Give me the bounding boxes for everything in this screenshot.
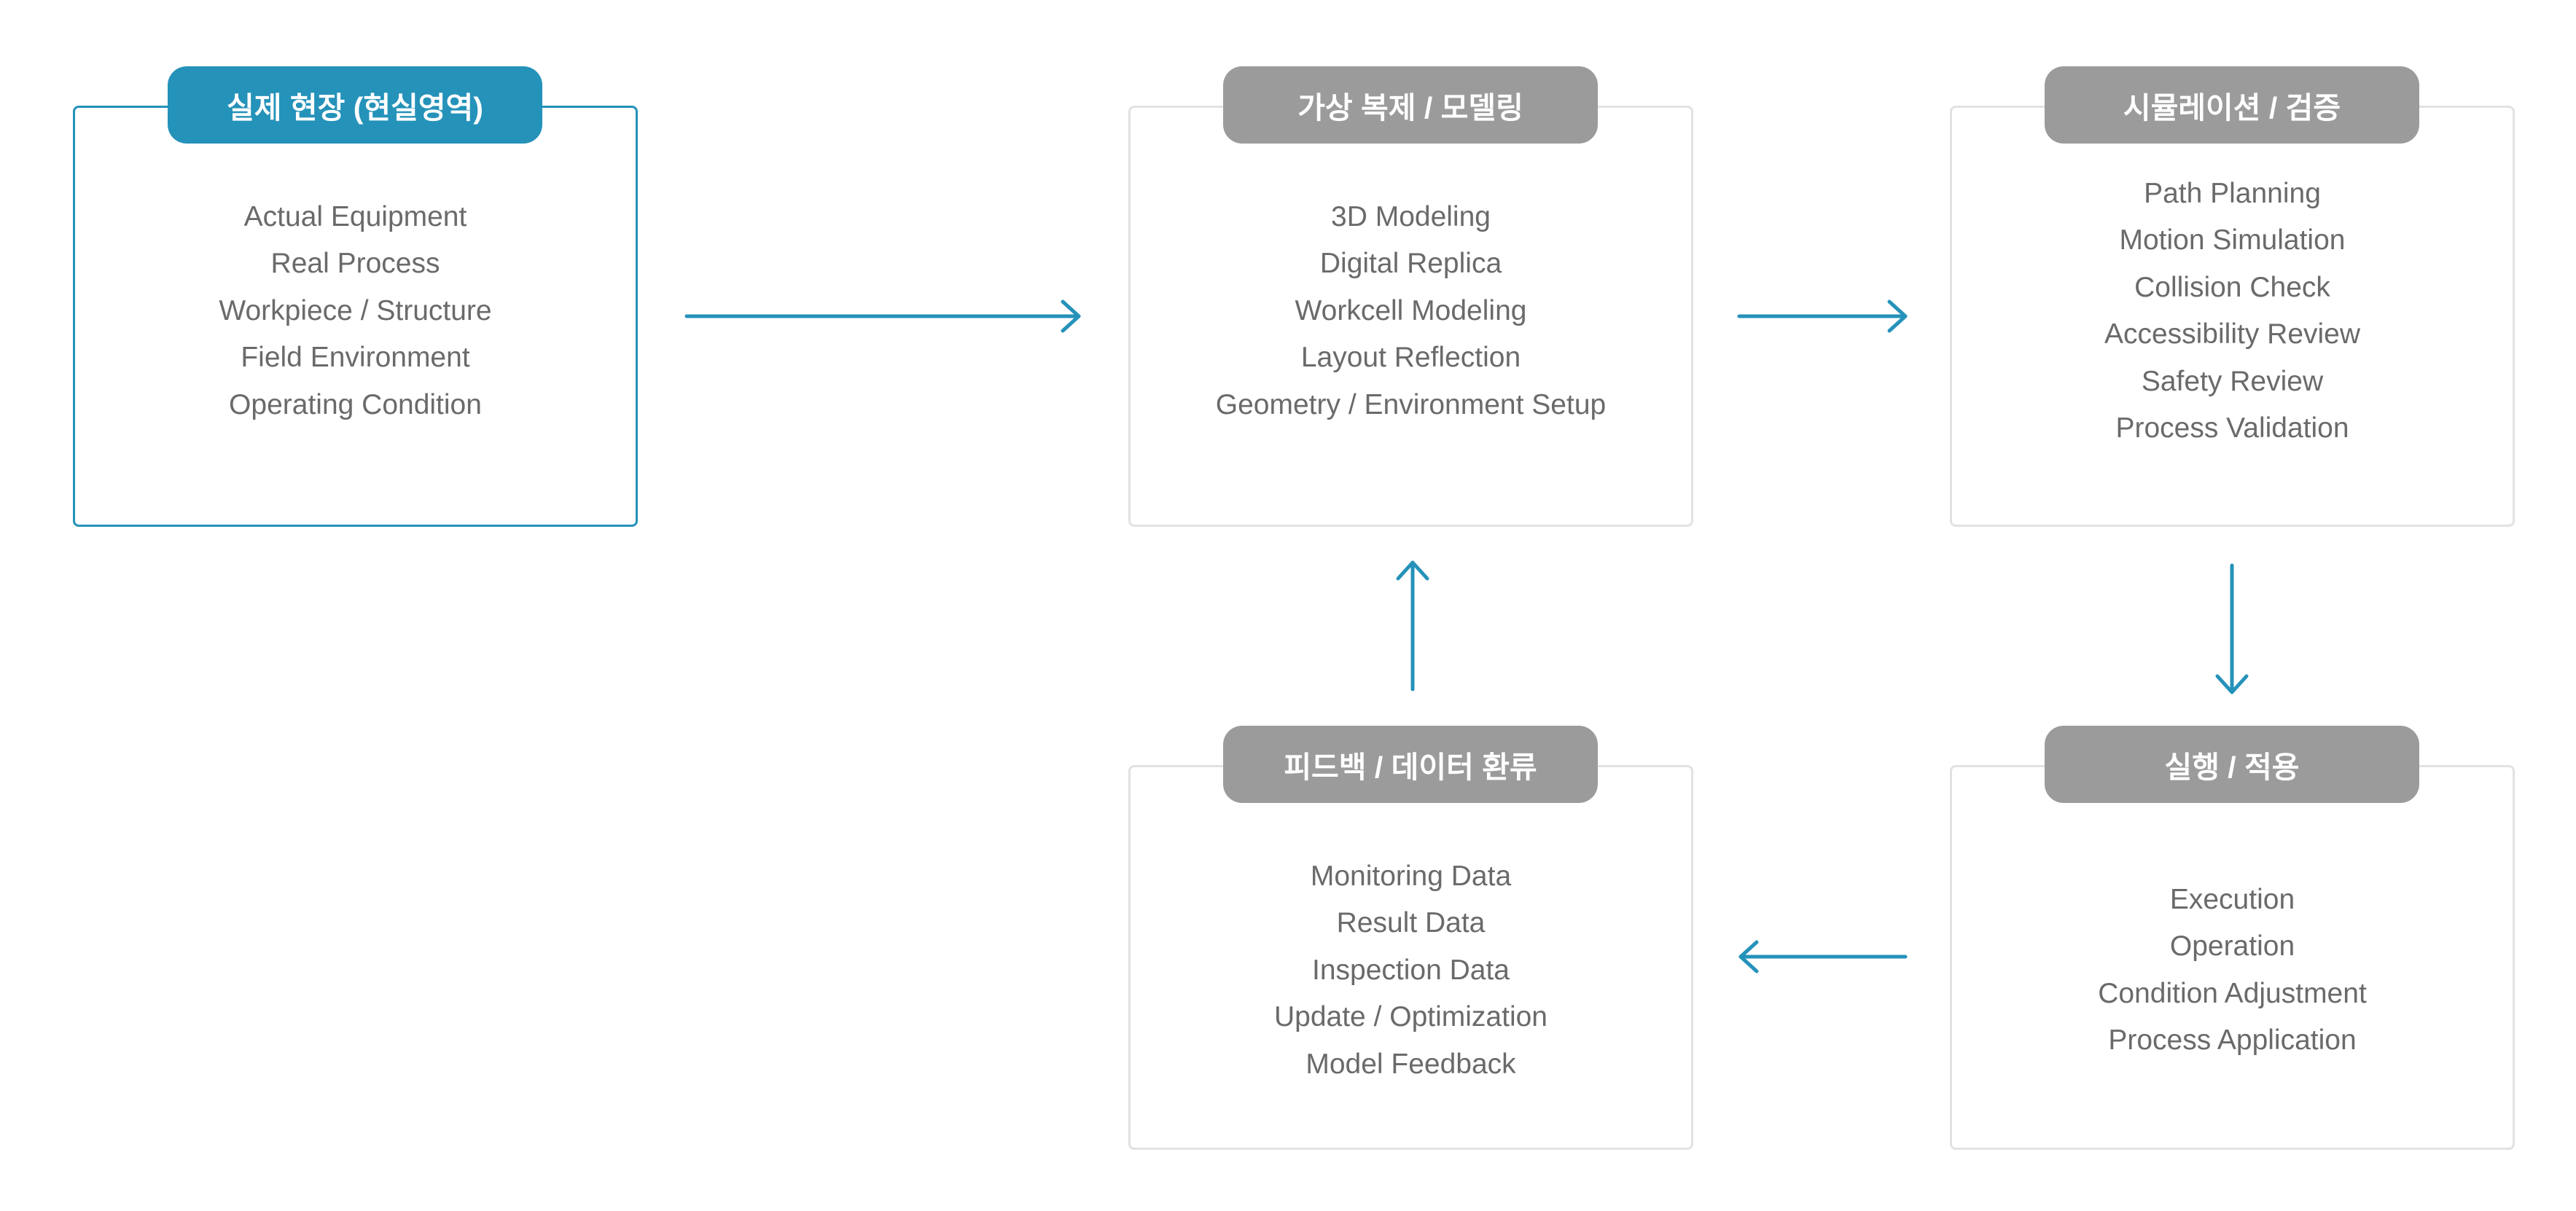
real-field-item: Field Environment [241,342,470,374]
virtual-modeling-items: 3D Modeling Digital Replica Workcell Mod… [1131,194,1691,428]
execution-item: Operation [2169,930,2295,963]
simulation-item: Accessibility Review [2104,318,2361,350]
feedback-box: Monitoring Data Result Data Inspection D… [1128,765,1693,1150]
real-field-item: Real Process [270,248,440,280]
virtual-modeling-item: Workcell Modeling [1295,294,1527,326]
feedback-item: Inspection Data [1311,954,1510,986]
real-field-box: Actual Equipment Real Process Workpiece … [73,106,638,527]
real-field-item: Workpiece / Structure [219,294,492,326]
arrow-feedback-to-virtual [1396,560,1429,691]
arrow-virtual-to-simulation [1737,299,1908,333]
virtual-modeling-title: 가상 복제 / 모델링 [1223,66,1598,144]
arrow-execution-to-feedback [1738,940,1908,973]
feedback-item: Model Feedback [1305,1048,1516,1080]
real-field-items: Actual Equipment Real Process Workpiece … [75,194,636,428]
execution-item: Condition Adjustment [2098,977,2367,1009]
arrow-real-to-virtual [684,299,1081,333]
simulation-item: Path Planning [2144,178,2321,209]
simulation-item: Safety Review [2141,365,2324,397]
simulation-items: Path Planning Motion Simulation Collisio… [1952,171,2513,452]
arrow-simulation-to-execution [2215,563,2249,694]
execution-items: Execution Operation Condition Adjustment… [1952,877,2513,1065]
feedback-title: 피드백 / 데이터 환류 [1223,726,1598,803]
feedback-item: Result Data [1336,907,1486,939]
feedback-item: Monitoring Data [1310,861,1512,892]
execution-title: 실행 / 적용 [2045,726,2419,803]
simulation-item: Process Validation [2115,412,2349,444]
virtual-modeling-box: 3D Modeling Digital Replica Workcell Mod… [1128,106,1693,527]
simulation-item: Collision Check [2134,271,2330,303]
virtual-modeling-item: Digital Replica [1319,248,1502,280]
simulation-box: Path Planning Motion Simulation Collisio… [1950,106,2515,527]
real-field-item: Operating Condition [229,388,482,420]
real-field-title: 실제 현장 (현실영역) [168,66,542,144]
simulation-title: 시뮬레이션 / 검증 [2045,66,2419,144]
real-field-item: Actual Equipment [243,201,467,232]
virtual-modeling-item: Layout Reflection [1300,342,1521,374]
execution-item: Process Application [2108,1024,2357,1057]
virtual-modeling-item: 3D Modeling [1331,201,1491,232]
feedback-items: Monitoring Data Result Data Inspection D… [1131,853,1691,1088]
virtual-modeling-item: Geometry / Environment Setup [1215,388,1607,420]
feedback-item: Update / Optimization [1273,1001,1547,1033]
execution-box: Execution Operation Condition Adjustment… [1950,765,2515,1150]
execution-item: Execution [2169,884,2295,915]
simulation-item: Motion Simulation [2119,224,2346,256]
